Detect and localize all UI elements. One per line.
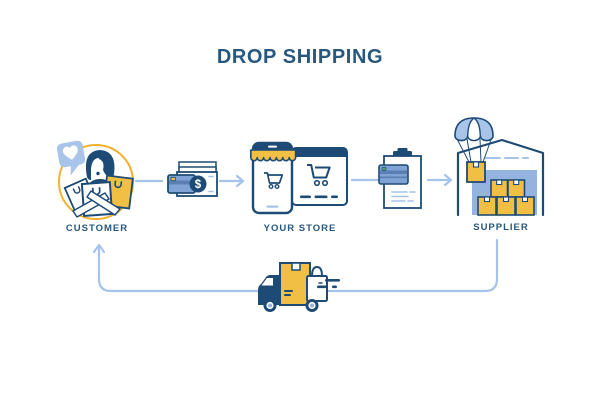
- browser-window: [291, 147, 348, 206]
- supplier-warehouse-icon: [454, 117, 545, 217]
- online-store-icon: [250, 141, 348, 215]
- arrow-order-to-supplier-head: [443, 173, 453, 187]
- dollar-circle-icon: $: [189, 175, 207, 193]
- order-text-lines: [391, 191, 416, 202]
- truck-wheels: [263, 299, 319, 312]
- arrow-payment-to-store-head: [235, 174, 245, 188]
- truck-cab: [258, 275, 280, 305]
- shopping-cart-icon: [307, 164, 331, 187]
- shopping-bag-icon: [306, 265, 328, 302]
- return-loop-arrow-head: [92, 243, 106, 254]
- store-awning: [250, 149, 297, 162]
- store-label: YOUR STORE: [263, 223, 337, 234]
- order-clipboard-icon: [378, 148, 422, 209]
- page-title: DROP SHIPPING: [216, 46, 384, 68]
- payment-money-icon: $: [167, 161, 218, 197]
- parachute-delivery-icon: [454, 117, 494, 183]
- shopping-cart-icon: [264, 172, 284, 190]
- heart-icon: [62, 145, 78, 160]
- customer-icon: [56, 140, 134, 220]
- delivery-truck-icon: [258, 262, 340, 312]
- supplier-label: SUPPLIER: [473, 222, 529, 233]
- customer-figure: [63, 150, 134, 218]
- cargo-box: [279, 262, 311, 306]
- stacked-boxes: [477, 179, 535, 216]
- speed-dashes: [317, 279, 340, 289]
- dollar-symbol: $: [195, 179, 202, 191]
- customer-label: CUSTOMER: [65, 223, 129, 234]
- credit-card-icon: [378, 164, 409, 185]
